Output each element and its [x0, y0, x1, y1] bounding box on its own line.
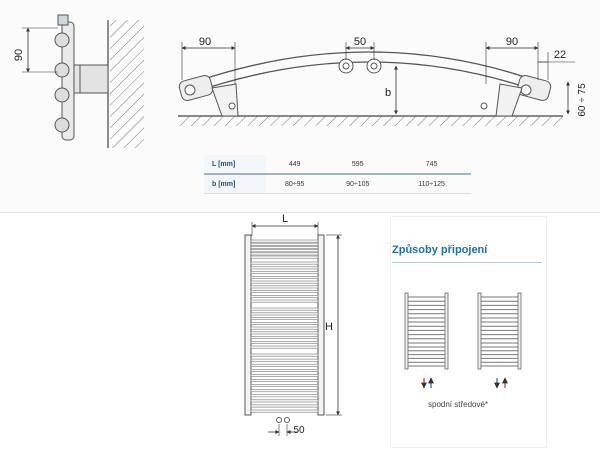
table-row: b [mm] 80÷95 90÷105 110÷125	[204, 174, 471, 194]
rung	[250, 345, 319, 349]
rung	[250, 285, 319, 289]
rung	[250, 299, 319, 303]
rung	[250, 312, 319, 316]
rung	[250, 331, 319, 335]
rung	[250, 239, 319, 243]
rung	[250, 389, 319, 393]
dim-mid: 50	[354, 36, 366, 48]
connections-title: Způsoby připojení	[392, 244, 488, 256]
dim-offset: 22	[554, 49, 566, 61]
side-view: 90	[13, 14, 144, 148]
rung	[250, 368, 319, 372]
rung	[250, 404, 319, 408]
table-cell: 745	[392, 155, 471, 175]
rung	[250, 246, 319, 249]
valve-right	[284, 417, 290, 423]
dim-b: b	[385, 87, 391, 99]
table-row-header: b [mm]	[204, 174, 266, 194]
collector-cap	[57, 14, 69, 26]
rung	[250, 340, 319, 344]
connections-caption: spodní středové*	[428, 400, 489, 409]
floor-hatch	[178, 116, 563, 126]
rungs	[250, 239, 319, 413]
table-row-header: L [mm]	[204, 155, 266, 175]
pipe-lower	[54, 87, 70, 103]
rung	[250, 326, 319, 330]
connection-dim: 50	[293, 425, 305, 436]
front-view: L H 50	[244, 213, 342, 436]
table-row: L [mm] 449 595 745	[204, 155, 471, 175]
rung	[250, 394, 319, 398]
pipe-top	[54, 32, 70, 48]
top-panel-border	[0, 212, 600, 213]
top-view: 90 50 90 22 b 60 ÷ 75	[178, 36, 588, 126]
rung	[250, 290, 319, 294]
rung	[250, 321, 319, 325]
rung	[250, 336, 319, 340]
collector-right	[317, 234, 325, 416]
pipe-bottom	[54, 117, 70, 133]
valve-left	[276, 417, 282, 423]
bracket-left	[211, 83, 239, 117]
rung	[250, 255, 319, 259]
table-cell: 595	[323, 155, 393, 175]
rung	[250, 307, 319, 311]
rung	[250, 249, 319, 253]
rung	[250, 280, 319, 284]
dim-right: 90	[506, 36, 518, 48]
rung	[250, 379, 319, 383]
rung	[250, 353, 319, 357]
rung	[250, 363, 319, 367]
mid-pipe-right	[366, 58, 382, 74]
table-cell: 90÷105	[323, 174, 393, 194]
rung	[250, 374, 319, 377]
table-cell: 80÷95	[266, 174, 324, 194]
mid-pipe-left	[338, 58, 354, 74]
side-height-dim: 90	[13, 49, 25, 61]
front-height-label: H	[325, 321, 333, 333]
rung	[250, 266, 319, 270]
side-wall-hatch	[110, 20, 144, 148]
wall-bracket	[73, 64, 109, 94]
front-width-label: L	[282, 213, 288, 225]
tube-outer	[194, 51, 541, 83]
rung	[250, 358, 319, 362]
rung	[250, 242, 319, 246]
rung	[250, 399, 319, 403]
dim-left: 90	[199, 36, 211, 48]
bracket-right	[495, 83, 523, 117]
rung	[250, 252, 319, 256]
end-left	[178, 75, 214, 101]
table-cell: 449	[266, 155, 324, 175]
connections-title-divider	[392, 262, 542, 263]
dimension-table: L [mm] 449 595 745 b [mm] 80÷95 90÷105 1…	[204, 155, 471, 194]
rung	[250, 384, 319, 388]
rung	[250, 409, 319, 413]
pipe-mid	[54, 62, 70, 78]
rung	[250, 275, 319, 279]
dim-wall: 60 ÷ 75	[577, 83, 588, 117]
table-cell: 110÷125	[392, 174, 471, 194]
collector-left	[244, 234, 252, 416]
rung	[250, 261, 319, 265]
rung	[250, 271, 319, 275]
rung	[250, 294, 319, 298]
rung	[250, 317, 319, 321]
